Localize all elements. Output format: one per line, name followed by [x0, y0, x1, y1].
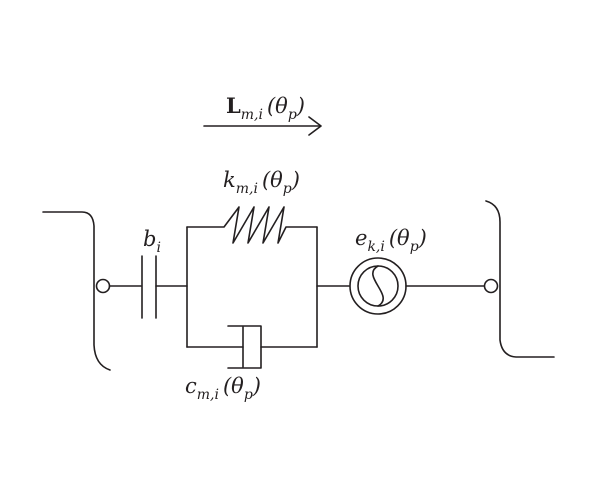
- label-spring: km,i(θp): [223, 168, 300, 197]
- label-load-main: L: [226, 93, 241, 118]
- left-boundary-bracket: [42, 211, 111, 371]
- label-load-sub: m,i: [241, 107, 263, 123]
- capacitor-b: [141, 255, 157, 319]
- label-load-arg: (θ: [267, 94, 288, 118]
- label-load-vector: Lm,i(θp): [226, 93, 305, 123]
- label-capacitor: bi: [143, 227, 161, 256]
- load-direction-arrow: [203, 116, 322, 136]
- parallel-block: [186, 206, 318, 369]
- ac-source-e: [349, 257, 407, 315]
- label-source: ek,i(θp): [355, 226, 427, 255]
- right-terminal-node: [483, 278, 499, 294]
- label-load-argsub: p: [288, 107, 297, 123]
- spring-k: [186, 206, 318, 244]
- left-terminal-node: [95, 278, 111, 294]
- right-boundary-bracket: [485, 200, 555, 358]
- label-damper: cm,i(θp): [185, 374, 261, 403]
- svg-text:Lm,i(θp): Lm,i(θp): [226, 93, 305, 123]
- label-load-close: ): [296, 94, 305, 118]
